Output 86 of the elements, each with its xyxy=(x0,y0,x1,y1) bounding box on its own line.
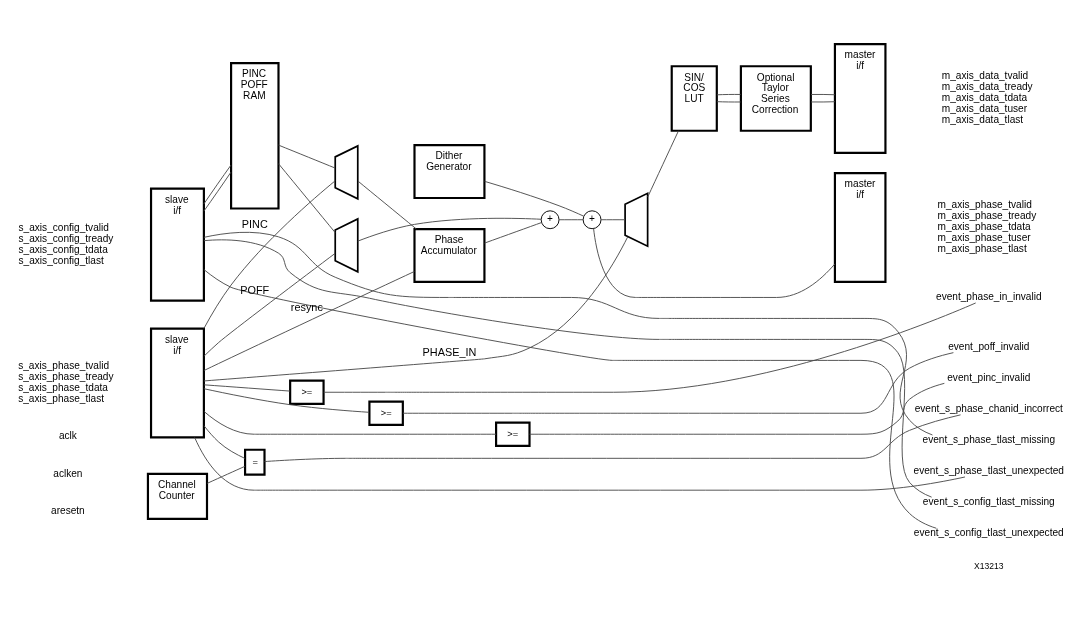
connector xyxy=(716,93,742,95)
node-label: s_axis_phase_tdata xyxy=(18,381,108,393)
node-label: s_axis_phase_tready xyxy=(18,370,114,382)
node-label: m_axis_data_tlast xyxy=(941,113,1024,125)
node-box: >= xyxy=(289,379,325,405)
connector xyxy=(206,465,246,484)
connector xyxy=(203,387,370,413)
node-label: m_axis_data_tdata xyxy=(941,91,1028,103)
node-label: m_axis_data_tuser xyxy=(941,102,1028,114)
node-box: Dither Generator xyxy=(413,143,486,199)
connector xyxy=(484,180,585,217)
node-text: event_poff_invalid xyxy=(948,340,1030,352)
connector xyxy=(357,217,542,242)
connector xyxy=(194,436,966,491)
connector xyxy=(357,180,417,229)
connector xyxy=(484,221,542,244)
connector xyxy=(203,231,933,435)
edge-label: POFF xyxy=(240,283,270,296)
connector xyxy=(203,179,336,329)
node-trapezoid xyxy=(334,144,359,200)
node-label: s_axis_config_tready xyxy=(18,232,114,244)
connector xyxy=(593,227,836,298)
node-text: event_s_phase_tlast_missing xyxy=(922,433,1056,445)
node-trapezoid xyxy=(334,217,359,273)
label: aresetn xyxy=(51,504,85,516)
node-label: s_axis_phase_tvalid xyxy=(18,359,110,371)
node-label: s_axis_config_tlast xyxy=(18,254,104,266)
node-label: m_axis_data_tready xyxy=(941,80,1033,92)
connector xyxy=(558,218,584,220)
node-label: m_axis_phase_tuser xyxy=(937,231,1031,243)
node-box: SIN/ COS LUT xyxy=(670,64,718,132)
node-label: s_axis_config_tdata xyxy=(18,243,108,255)
node-box: PINC POFF RAM xyxy=(230,61,280,210)
connector xyxy=(600,218,626,220)
node-trapezoid xyxy=(624,191,649,248)
connector xyxy=(203,252,336,357)
connector xyxy=(529,382,945,435)
connector xyxy=(647,129,679,197)
node-box: >= xyxy=(368,400,404,426)
node-text: event_s_phase_chanid_incorrect xyxy=(914,402,1063,414)
edge-label: resync xyxy=(290,300,323,313)
node-label: s_axis_config_tvalid xyxy=(18,221,109,233)
connector xyxy=(264,413,962,462)
node-text: event_s_phase_tlast_unexpected xyxy=(913,464,1064,476)
connector xyxy=(203,164,232,204)
connector xyxy=(810,93,836,95)
node-box: = xyxy=(244,448,266,476)
connector xyxy=(278,144,336,168)
node-label: m_axis_phase_tready xyxy=(937,209,1037,221)
node-text: event_pinc_invalid xyxy=(947,371,1031,383)
node-box: slave i/f xyxy=(149,326,205,438)
edge-label: PINC xyxy=(241,217,268,230)
node-text: event_s_config_tlast_unexpected xyxy=(913,526,1064,538)
label: aclk xyxy=(58,429,77,441)
node-label: m_axis_phase_tdata xyxy=(937,220,1031,232)
node-box: master i/f xyxy=(833,42,887,154)
node-box: Phase Accumulator xyxy=(413,227,486,283)
connector xyxy=(203,171,232,212)
connector xyxy=(716,100,742,102)
node-circle: + xyxy=(540,209,560,229)
node-label: m_axis_phase_tvalid xyxy=(937,198,1032,210)
node-label: m_axis_phase_tlast xyxy=(937,242,1027,254)
node-label: s_axis_phase_tlast xyxy=(18,392,105,404)
label: X13213 xyxy=(974,560,1004,571)
node-label: m_axis_data_tvalid xyxy=(941,69,1029,81)
node-text: event_s_config_tlast_missing xyxy=(922,495,1055,507)
node-box: Optional Taylor Series Correction xyxy=(739,64,812,132)
label: aclken xyxy=(53,467,83,479)
node-box: Channel Counter xyxy=(146,472,209,520)
node-box: slave i/f xyxy=(149,187,205,302)
node-box: master i/f xyxy=(833,171,887,283)
connector xyxy=(203,383,291,392)
node-box: >= xyxy=(495,421,531,447)
connector xyxy=(402,351,954,414)
edge-label: PHASE_IN xyxy=(422,345,477,358)
connector xyxy=(203,410,497,435)
connector xyxy=(810,100,836,102)
connector xyxy=(203,268,937,529)
connector xyxy=(203,424,246,459)
node-circle: + xyxy=(582,209,602,229)
connector xyxy=(278,162,336,233)
connector xyxy=(203,238,933,498)
connector xyxy=(203,270,415,371)
node-text: event_phase_in_invalid xyxy=(936,290,1042,302)
connector xyxy=(323,302,977,393)
connector xyxy=(203,235,629,381)
